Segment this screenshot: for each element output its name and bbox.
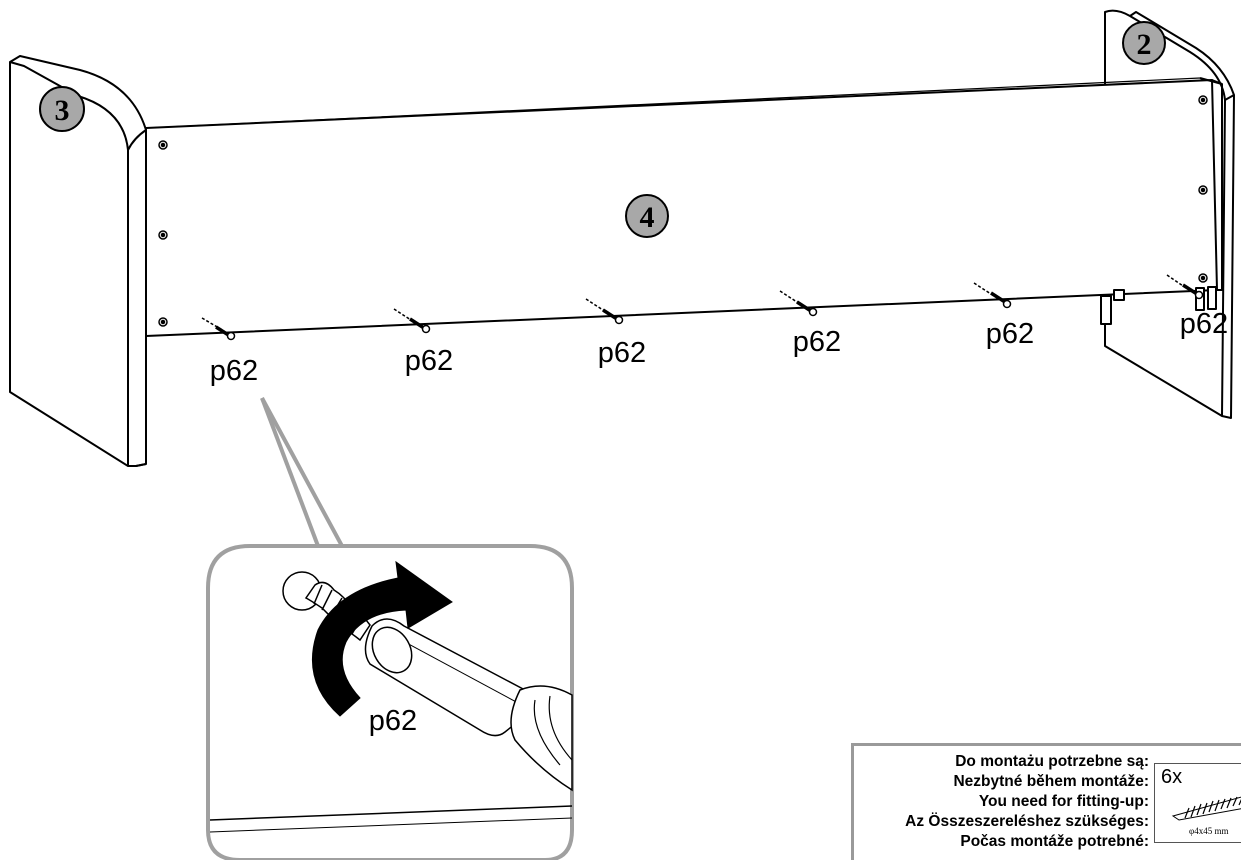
back-panel <box>145 77 1223 337</box>
instruction-polish: Do montażu potrzebne są: <box>955 753 1149 770</box>
screw-3 <box>585 298 624 325</box>
screw-2 <box>393 308 431 334</box>
rotate-clockwise-icon <box>311 560 453 717</box>
screw-6 <box>1166 274 1204 300</box>
screw-icon <box>1171 796 1241 821</box>
screw-quantity: 6x <box>1161 766 1183 788</box>
part-number-back: 4 <box>640 201 655 234</box>
detail-callout: p62 <box>206 397 574 860</box>
screw-label-6: p62 <box>1180 308 1228 340</box>
screw-size: φ4x45 mm <box>1189 826 1229 836</box>
screw-5 <box>973 282 1012 309</box>
instruction-hungarian: Az Összeszereléshez szükséges: <box>905 813 1149 830</box>
instruction-english: You need for fitting-up: <box>978 793 1149 810</box>
screw-spec: 6x φ4x45 mm <box>1154 763 1241 843</box>
screw-4 <box>779 290 818 317</box>
part-marker-3: 3 <box>39 86 85 132</box>
screw-1 <box>201 317 236 341</box>
part-marker-2: 2 <box>1122 21 1166 65</box>
instruction-czech: Nezbytné během montáže: <box>953 773 1149 790</box>
screw-label-3: p62 <box>598 337 646 369</box>
part-number-left: 3 <box>55 94 70 127</box>
screw-label-4: p62 <box>793 326 841 358</box>
detail-screw-label: p62 <box>369 705 417 737</box>
hardware-box: Do montażu potrzebne są: Nezbytné během … <box>851 743 1241 860</box>
screw-label-1: p62 <box>210 355 258 387</box>
part-marker-4: 4 <box>625 194 669 238</box>
fitting-holes <box>158 95 1208 327</box>
instruction-slovak: Počas montáže potrebné: <box>960 833 1149 850</box>
screws <box>201 274 1204 341</box>
hardware-instructions: Do montażu potrzebne są: Nezbytné během … <box>854 752 1149 852</box>
screw-label-5: p62 <box>986 318 1034 350</box>
screw-label-2: p62 <box>405 345 453 377</box>
part-number-right: 2 <box>1137 28 1152 61</box>
